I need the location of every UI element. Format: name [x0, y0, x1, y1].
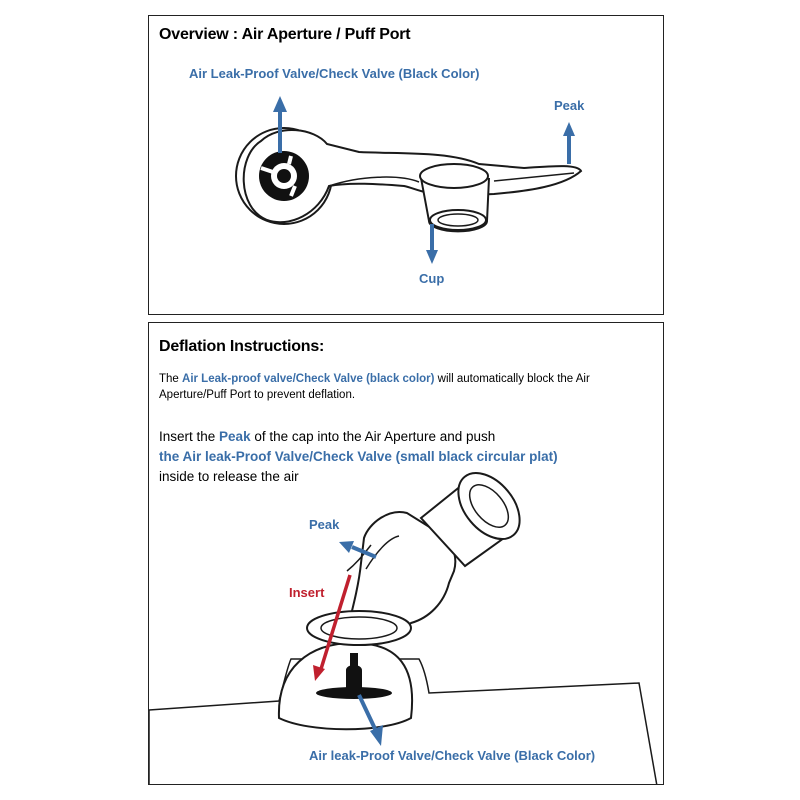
cap-arm-ridge [328, 176, 420, 187]
valve-stem [345, 665, 363, 691]
valve-arrow-shaft [357, 694, 379, 734]
deflation-peak-label: Peak [309, 517, 340, 532]
overview-cup-label: Cup [419, 271, 445, 286]
para2-highlight-valve: the Air leak-Proof Valve/Check Valve (sm… [159, 449, 558, 464]
deflation-paragraph-1: The Air Leak-proof valve/Check Valve (bl… [159, 371, 649, 403]
para2-pre: Insert the [159, 429, 220, 444]
deflation-paragraph-2: Insert the Peak of the cap into the Air … [159, 427, 654, 487]
deflation-cup-end [457, 472, 521, 540]
peak-arrow-shaft [351, 545, 377, 559]
para1-highlight: Air Leak-proof valve/Check Valve (black … [182, 373, 435, 385]
insert-arrow-shaft [319, 574, 352, 670]
peak-arrow-head [339, 541, 354, 553]
overview-diagram [235, 96, 583, 264]
cup-top [419, 163, 489, 189]
valve-slot-left [260, 166, 274, 174]
para2-post: inside to release the air [159, 469, 299, 484]
deflation-insert-label: Insert [289, 585, 325, 600]
overview-panel: Overview : Air Aperture / Puff Port Ai [148, 15, 664, 315]
deflation-panel: Deflation Instructions: The Air Leak-pro… [148, 322, 664, 785]
cap-arm-inner-edge [365, 535, 400, 570]
valve-slot-bottom [289, 185, 297, 197]
para2-mid: of the cap into the Air Aperture and pus… [250, 429, 496, 444]
overview-peak-label: Peak [554, 98, 585, 113]
valve-plate [316, 687, 392, 699]
cup-arrow-head [426, 250, 438, 264]
deflation-cup-inner [468, 484, 510, 528]
valve-arrow-head [273, 96, 287, 112]
para1-pre: The [159, 373, 183, 385]
deflation-valve-label: Air leak-Proof Valve/Check Valve (Black … [309, 748, 596, 763]
valve-arrow-head [370, 725, 383, 746]
cap-peak-edge [346, 544, 372, 572]
deflation-diagram [149, 472, 658, 784]
insert-arrow-head [313, 665, 325, 681]
deflation-title: Deflation Instructions: [159, 338, 325, 355]
dome-base [277, 641, 413, 731]
aperture-inner-rim [320, 616, 398, 640]
valve-pin [350, 653, 358, 669]
overview-valve-label: Air Leak-Proof Valve/Check Valve (Black … [189, 66, 480, 81]
overview-title: Overview : Air Aperture / Puff Port [159, 26, 411, 43]
para1-post: will automatically block the Air Apertur… [159, 373, 590, 401]
peak-arrow-head [563, 122, 575, 136]
valve-center [277, 169, 291, 183]
peak-tip [493, 172, 575, 182]
cup-inner [437, 213, 479, 227]
para2-highlight-peak: Peak [219, 429, 251, 444]
cap-arm-outline [242, 128, 583, 224]
valve-slot-top [287, 155, 293, 165]
